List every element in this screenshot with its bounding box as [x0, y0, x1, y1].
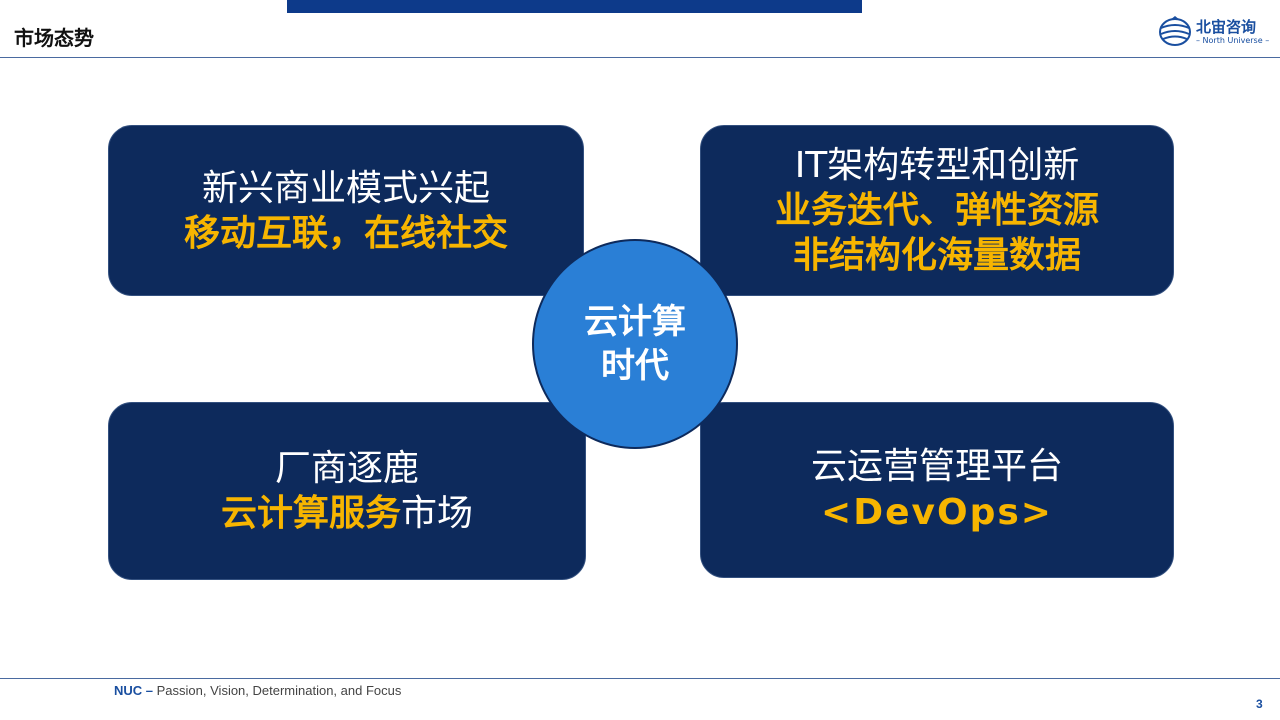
card-heading: 新兴商业模式兴起: [201, 167, 490, 209]
card-highlight: <DevOps>: [821, 491, 1053, 533]
center-circle: 云计算 时代: [532, 239, 738, 449]
card-it-architecture: IT架构转型和创新 业务迭代、弹性资源 非结构化海量数据: [700, 125, 1174, 296]
card-highlight: 移动互联，在线社交: [183, 212, 508, 254]
globe-icon: [1159, 16, 1191, 46]
center-subtitle: 时代: [601, 346, 669, 386]
card-heading: IT架构转型和创新: [794, 145, 1080, 186]
card-text: 市场: [401, 493, 474, 534]
logo-subtitle: – North Universe –: [1196, 36, 1270, 45]
header-divider: [0, 57, 1280, 58]
card-highlight-line: 云计算服务市场: [221, 491, 473, 536]
card-vendor-competition: 厂商逐鹿 云计算服务市场: [108, 402, 586, 580]
card-highlight: 非结构化海量数据: [792, 235, 1081, 276]
card-heading: 厂商逐鹿: [274, 448, 419, 489]
page-number: 3: [1256, 697, 1263, 711]
card-highlight: 云计算服务: [220, 493, 401, 534]
footer-tagline-text: Passion, Vision, Determination, and Focu…: [156, 683, 402, 698]
page-title: 市场态势: [14, 26, 94, 50]
card-new-business-models: 新兴商业模式兴起 移动互联，在线社交: [108, 125, 584, 296]
footer-brand: NUC –: [114, 683, 154, 698]
card-highlight: 业务迭代、弹性资源: [774, 190, 1099, 231]
card-heading: 云运营管理平台: [810, 445, 1063, 487]
footer-tagline: NUC – Passion, Vision, Determination, an…: [114, 683, 401, 698]
company-logo: 北宙咨询 – North Universe –: [1158, 14, 1270, 50]
card-cloud-ops-platform: 云运营管理平台 <DevOps>: [700, 402, 1174, 578]
center-title: 云计算: [584, 302, 686, 342]
footer-divider: [0, 678, 1280, 679]
logo-name: 北宙咨询: [1196, 18, 1257, 36]
top-accent-bar: [287, 0, 862, 13]
